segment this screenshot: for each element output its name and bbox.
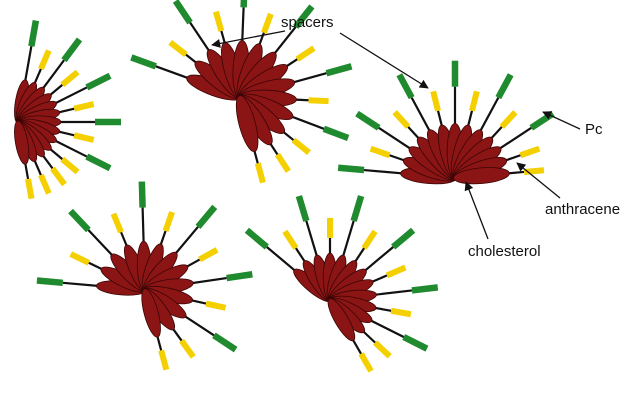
pc-unit	[498, 75, 510, 98]
anthracene-unit	[166, 212, 173, 231]
pc-unit	[71, 211, 89, 230]
pc-unit	[393, 230, 413, 247]
pc-unit	[87, 76, 110, 88]
anthracene-unit	[277, 155, 288, 172]
pc-unit	[227, 274, 253, 278]
label-cholesterol-group: cholesterol	[466, 182, 541, 260]
anthracene-unit	[371, 149, 390, 156]
anthracene-unit	[297, 48, 314, 59]
anthracene-unit	[41, 175, 49, 193]
pc-unit	[214, 335, 236, 349]
anthracene-unit	[206, 304, 226, 308]
spacers-arrow-right	[340, 33, 428, 88]
anthracene-unit	[182, 341, 194, 357]
pc-unit	[326, 66, 351, 73]
anthracene-unit	[364, 231, 375, 248]
cholesterol-arrow	[466, 182, 488, 239]
pc-unit	[247, 230, 267, 247]
label-spacers: spacers	[281, 14, 334, 31]
anthracene-unit	[472, 91, 477, 110]
anthracene-unit	[293, 140, 309, 153]
label-cholesterol: cholesterol	[468, 243, 541, 260]
anthracene-unit	[361, 354, 371, 371]
label-pc: Pc	[585, 121, 603, 138]
anthracene-unit	[53, 168, 65, 184]
anthracene-unit	[309, 100, 329, 101]
label-pc-group: Pc	[543, 112, 603, 138]
anthracene-unit	[28, 179, 31, 199]
anthracene-unit	[264, 14, 271, 33]
pc-unit	[37, 281, 63, 283]
anthracene-unit	[502, 112, 516, 127]
pc-unit	[198, 207, 215, 227]
cluster-bottom-left	[37, 182, 252, 370]
pc-arrow	[543, 112, 580, 129]
anthracene-unit	[170, 42, 186, 54]
pc-unit	[354, 196, 361, 221]
anthracene-unit	[433, 91, 438, 110]
pc-unit	[64, 39, 80, 60]
pc-unit	[244, 0, 245, 7]
pc-unit	[87, 157, 110, 169]
anthracene-unit	[74, 104, 93, 109]
anthracene-unit	[375, 343, 390, 357]
cluster-top-left	[12, 21, 121, 199]
pc-unit	[142, 182, 143, 208]
cluster-bottom-middle	[247, 196, 438, 371]
cholesterol-core	[184, 40, 297, 154]
pc-unit	[357, 114, 379, 128]
pc-unit	[176, 1, 190, 23]
pc-unit	[324, 129, 348, 138]
anthracene-unit	[395, 112, 409, 127]
cholesterol-core	[290, 253, 377, 344]
anthracene-unit	[161, 350, 166, 369]
anthracene-unit	[62, 159, 77, 172]
anthracene-unit	[41, 51, 49, 69]
anthracene-unit	[216, 12, 221, 31]
anthracene-unit	[71, 254, 89, 263]
cluster-right	[338, 61, 553, 186]
anthracene-unit	[113, 214, 121, 232]
anthracene-unit	[391, 311, 411, 314]
label-anthracene: anthracene	[545, 201, 620, 218]
pc-unit	[404, 337, 427, 349]
anthracene-unit	[62, 72, 77, 85]
anthracene-unit	[200, 250, 217, 260]
pc-unit	[338, 168, 364, 170]
anthracene-unit	[387, 267, 405, 275]
anthracene-unit	[520, 149, 539, 156]
cholesterol-core	[96, 241, 194, 339]
anthracene-unit	[74, 135, 93, 140]
cholesterol-core	[400, 123, 510, 186]
pc-unit	[299, 196, 306, 221]
pc-unit	[399, 75, 411, 98]
pc-unit	[131, 57, 155, 66]
pc-unit	[31, 21, 36, 47]
pc-unit	[412, 287, 438, 290]
anthracene-unit	[258, 163, 263, 182]
anthracene-unit	[285, 231, 296, 248]
